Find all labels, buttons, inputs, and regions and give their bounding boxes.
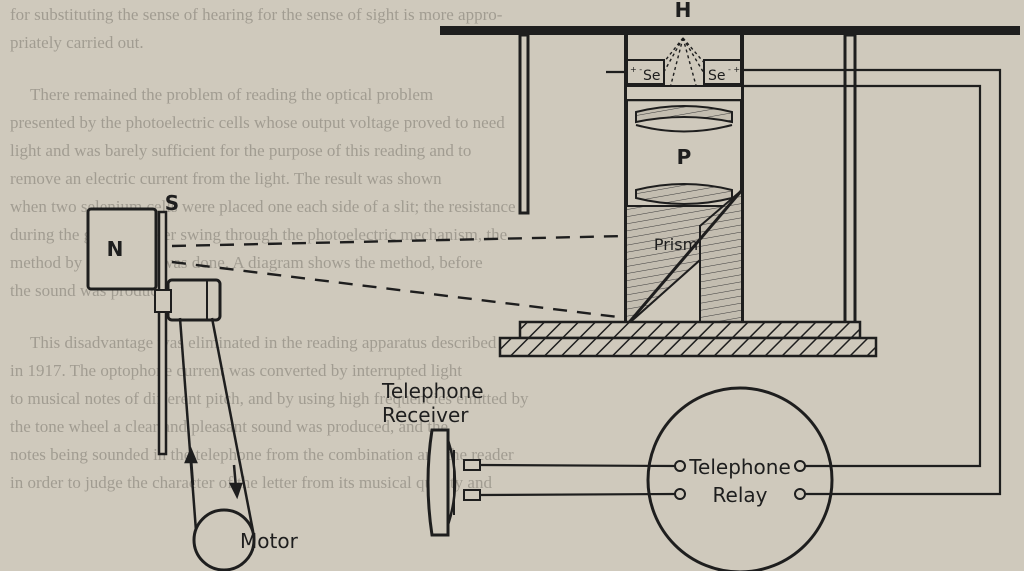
telephone-relay: Telephone Relay: [646, 386, 834, 571]
background-text-line: method by which this was done. A diagram…: [10, 253, 483, 272]
label-prism: Prism: [654, 235, 698, 254]
prism: Prism: [624, 187, 744, 329]
background-text-line: light and was barely sufficient for the …: [10, 141, 471, 160]
magnet: N: [86, 207, 158, 291]
siren-disc: S: [157, 191, 179, 456]
background-text-line: There remained the problem of reading th…: [30, 85, 433, 104]
background-text-line: remove an electric current from the ligh…: [10, 169, 442, 188]
background-text-line: during the galvanometer swing through th…: [10, 225, 507, 244]
label-relay-1: Telephone: [688, 455, 791, 479]
upper-lens: [635, 105, 733, 124]
left-post: [518, 33, 530, 215]
label-n: N: [107, 237, 124, 261]
drive-belt: [178, 317, 255, 532]
top-plate: H: [440, 0, 1020, 35]
belt-arrows: [184, 446, 243, 500]
plus-minus-left: + -: [630, 65, 642, 74]
background-text-line: the tone wheel a clear and pleasant soun…: [10, 417, 448, 436]
plus-minus-right: - +: [728, 65, 740, 74]
lens-curve-top: [635, 124, 733, 133]
background-text-line: notes being sounded in the telephone fro…: [10, 445, 514, 464]
label-telephone-receiver-1: Telephone: [381, 379, 484, 403]
right-post: [843, 33, 857, 327]
background-text-line: in 1917. The optophone current was conve…: [10, 361, 462, 380]
background-text-line: when two selenium cells were placed one …: [10, 197, 516, 216]
label-telephone-receiver-2: Receiver: [382, 403, 469, 427]
label-h: H: [675, 0, 692, 22]
label-relay-2: Relay: [713, 483, 768, 507]
lower-lens: [635, 183, 733, 205]
label-motor: Motor: [240, 529, 299, 553]
background-text-line: to musical notes of different pitch, and…: [10, 389, 529, 408]
selenium-cells: Se + - Se - +: [625, 59, 743, 85]
base-stand: [498, 320, 878, 358]
motor-pulley: Motor: [192, 508, 299, 571]
background-text-line: for substituting the sense of hearing fo…: [10, 5, 503, 24]
background-text-line: presented by the photoelectric cells who…: [10, 113, 505, 132]
label-se-right: Se: [708, 68, 726, 84]
label-s: S: [165, 191, 179, 215]
background-text-line: This disadvantage was eliminated in the …: [30, 333, 497, 352]
telephone-receiver: Telephone Receiver: [381, 379, 484, 537]
pulley-shaft: [154, 278, 222, 322]
label-se-left: Se: [643, 68, 661, 84]
background-text-line: in order to judge the character of the l…: [10, 473, 492, 492]
light-paths: [171, 234, 627, 320]
background-text-line: priately carried out.: [10, 33, 144, 52]
wiring: [479, 68, 1002, 497]
label-p: P: [677, 145, 692, 169]
